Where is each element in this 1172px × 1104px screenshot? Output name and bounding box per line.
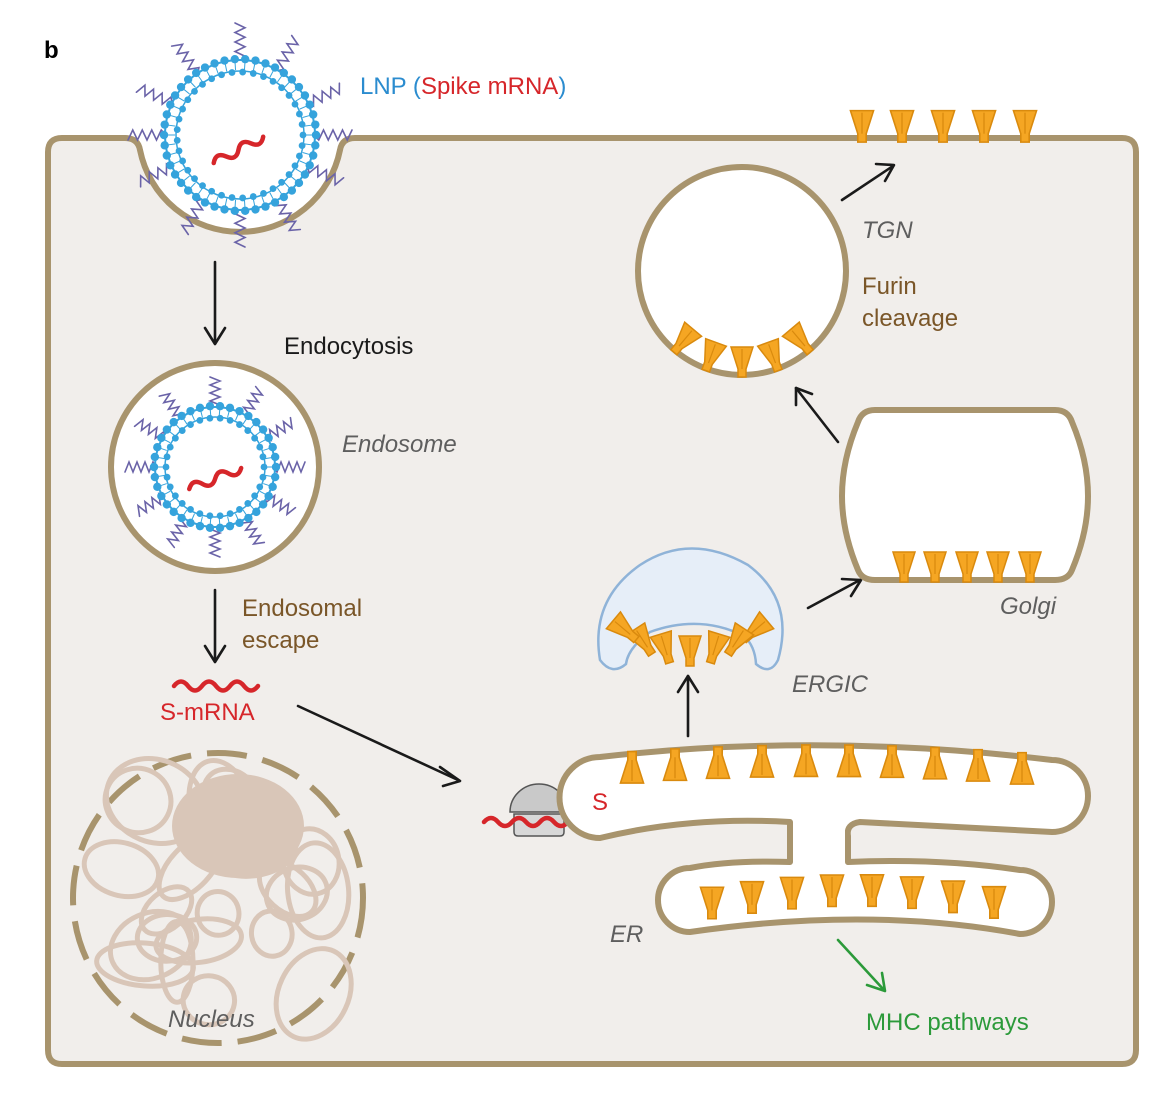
er-label: ER <box>610 921 643 948</box>
er-to-ergic-arrow <box>676 674 700 738</box>
tgn <box>635 164 849 378</box>
endocytosis-arrow <box>203 260 227 346</box>
endosome-label: Endosome <box>342 431 457 458</box>
endosomal-escape-label-line2: escape <box>242 627 319 654</box>
furin-cleavage-label-line1: Furin <box>862 273 917 300</box>
nucleolus <box>172 774 304 878</box>
golgi-label: Golgi <box>1000 593 1057 620</box>
nucleus <box>70 750 366 1046</box>
endosome-lipid-heads <box>149 402 281 532</box>
mhc-arrow <box>836 938 887 993</box>
mhc-pathways-label: MHC pathways <box>866 1009 1029 1036</box>
s-mrna-label: S-mRNA <box>160 699 255 726</box>
endosomal-escape-label-line1: Endosomal <box>242 595 362 622</box>
golgi-to-tgn-arrow <box>794 386 840 444</box>
golgi <box>838 407 1092 583</box>
endocytosis-label: Endocytosis <box>284 333 413 360</box>
nucleus-label: Nucleus <box>168 1006 255 1033</box>
ergic-to-golgi-arrow <box>806 577 863 610</box>
lnp-label: LNP (Spike mRNA) <box>360 73 566 100</box>
spike-mrna-strand <box>211 134 266 166</box>
lnp-particle <box>127 22 353 248</box>
tgn-label: TGN <box>862 217 913 244</box>
endoplasmic-reticulum <box>556 742 1091 937</box>
mrna-to-ribosome-arrow <box>296 704 462 788</box>
panel-letter: b <box>44 37 59 64</box>
furin-cleavage-label-line2: cleavage <box>862 305 958 332</box>
ergic-label: ERGIC <box>792 671 869 698</box>
lipid-heads <box>159 54 321 216</box>
s-label: S <box>592 789 608 816</box>
endosome <box>108 360 322 574</box>
peg-chains <box>127 22 353 248</box>
s-mrna-strand <box>171 679 261 693</box>
endosomal-escape-arrow <box>203 588 227 664</box>
ergic <box>597 547 784 671</box>
tgn-to-surface-arrow <box>840 162 896 202</box>
